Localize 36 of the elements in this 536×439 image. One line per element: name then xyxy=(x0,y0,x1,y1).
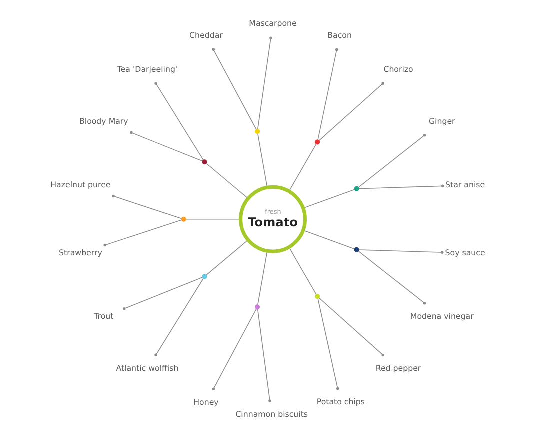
connector xyxy=(122,277,203,310)
connector xyxy=(358,134,426,188)
connector xyxy=(112,194,182,220)
connector xyxy=(130,131,203,162)
node-circle xyxy=(202,274,208,280)
connector xyxy=(206,240,249,276)
node-circle xyxy=(354,247,360,252)
connector xyxy=(104,220,182,247)
connector xyxy=(212,48,257,130)
connector xyxy=(186,219,241,220)
connector xyxy=(257,309,272,402)
connector xyxy=(288,247,317,295)
connector xyxy=(303,189,355,209)
connector xyxy=(303,230,355,250)
connector xyxy=(257,36,272,130)
node-circle xyxy=(354,186,360,192)
connector xyxy=(212,308,257,391)
connector xyxy=(318,82,385,142)
node-circle xyxy=(315,140,320,145)
node-circle xyxy=(255,129,260,134)
connector xyxy=(154,82,204,161)
connector xyxy=(258,134,268,188)
connector xyxy=(358,184,444,190)
connector xyxy=(258,250,268,306)
node-circle xyxy=(255,304,260,310)
connector xyxy=(358,250,426,305)
node-circle xyxy=(315,294,320,300)
connector xyxy=(318,48,338,140)
connector xyxy=(358,250,444,254)
connector xyxy=(318,298,340,390)
connector xyxy=(206,163,249,199)
connector xyxy=(154,278,204,357)
node-circle xyxy=(181,216,186,222)
node-circle xyxy=(202,160,208,165)
connector xyxy=(318,298,385,357)
connector xyxy=(288,144,317,192)
